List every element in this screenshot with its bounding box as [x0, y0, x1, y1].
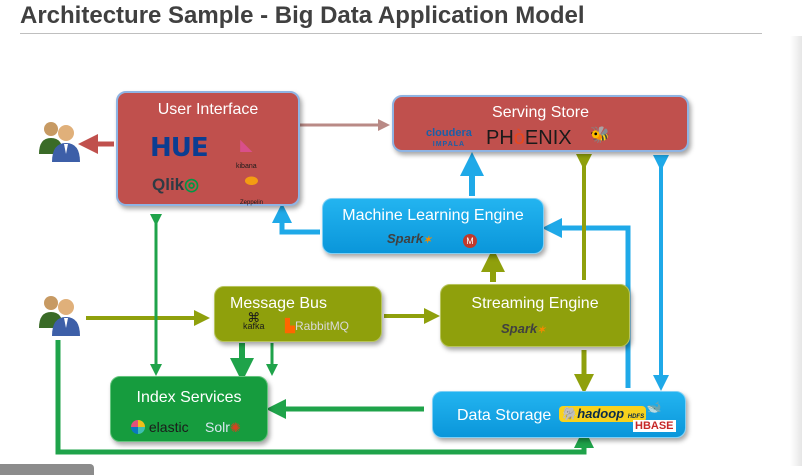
hadoop-hdfs-logo: 🐘hadoop HDFS: [559, 406, 647, 422]
orca-icon: 🐋: [646, 400, 662, 414]
phoenix-logo: PHòENIX: [486, 127, 572, 149]
cloudera-impala-logo: cloudera IMPALA: [426, 127, 472, 149]
spark-logo: Spark✶: [387, 231, 432, 246]
solr-sun-icon: ✺: [229, 420, 241, 435]
zeppelin-icon: ⬬: [244, 173, 259, 190]
rabbitmq-logo: ▙RabbitMQ: [285, 318, 350, 333]
corner-tab: [0, 464, 94, 475]
spark-star-icon: ✶: [537, 325, 546, 336]
user-interface-label: User Interface: [157, 101, 259, 118]
spark-logo: Spark✶: [501, 321, 546, 336]
elastic-icon: [131, 420, 145, 434]
mahout-icon: M: [463, 234, 477, 248]
zeppelin-logo: ⬬ Zeppelin: [240, 173, 264, 206]
kafka-icon: ⌘: [247, 310, 261, 325]
kafka-logo: ⌘ kafka: [243, 310, 265, 331]
streaming-engine-label: Streaming Engine: [471, 295, 599, 312]
serving-store-label: Serving Store: [492, 104, 589, 121]
index-services-label: Index Services: [136, 389, 242, 406]
kibana-logo: ◣ kibana: [236, 137, 257, 170]
phoenix-flame-icon: ò: [513, 127, 525, 149]
title-divider: [20, 33, 762, 34]
streaming-engine-node: Streaming Engine Spark✶: [440, 284, 630, 347]
hive-bee-icon: 🐝: [590, 127, 610, 144]
solr-logo: Solr✺: [205, 419, 241, 435]
person-icon: [39, 296, 80, 336]
person-icon: [39, 122, 80, 162]
slide-edge: [790, 36, 802, 466]
spark-star-icon: ✶: [423, 235, 432, 246]
kibana-icon: ◣: [240, 137, 253, 154]
arrow-source-to-storage: [55, 340, 594, 455]
elastic-logo: elastic: [131, 419, 189, 435]
serving-store-node: Serving Store cloudera IMPALA PHòENIX 🐝: [392, 95, 689, 152]
index-services-node: Index Services elastic Solr✺: [110, 376, 268, 442]
ml-engine-label: Machine Learning Engine: [342, 207, 524, 224]
message-bus-label: Message Bus: [230, 295, 327, 312]
data-storage-node: Data Storage 🐘hadoop HDFS 🐋 HBASE: [432, 391, 686, 438]
qlik-q-icon: ◎: [184, 175, 199, 194]
hbase-logo: 🐋 HBASE: [633, 400, 676, 432]
hue-logo: HUE: [150, 133, 209, 163]
rabbitmq-icon: ▙: [285, 318, 295, 333]
slide-title: Architecture Sample - Big Data Applicati…: [20, 2, 585, 29]
user-interface-node: User Interface HUE ◣ kibana Qlik◎ ⬬ Zepp…: [116, 91, 300, 206]
arrow-ml-to-ui: [272, 203, 320, 235]
data-storage-label: Data Storage: [457, 407, 552, 424]
qlik-logo: Qlik◎: [152, 175, 199, 194]
ml-engine-node: Machine Learning Engine Spark✶ M: [322, 198, 544, 254]
message-bus-node: Message Bus ⌘ kafka ▙RabbitMQ: [214, 286, 382, 342]
